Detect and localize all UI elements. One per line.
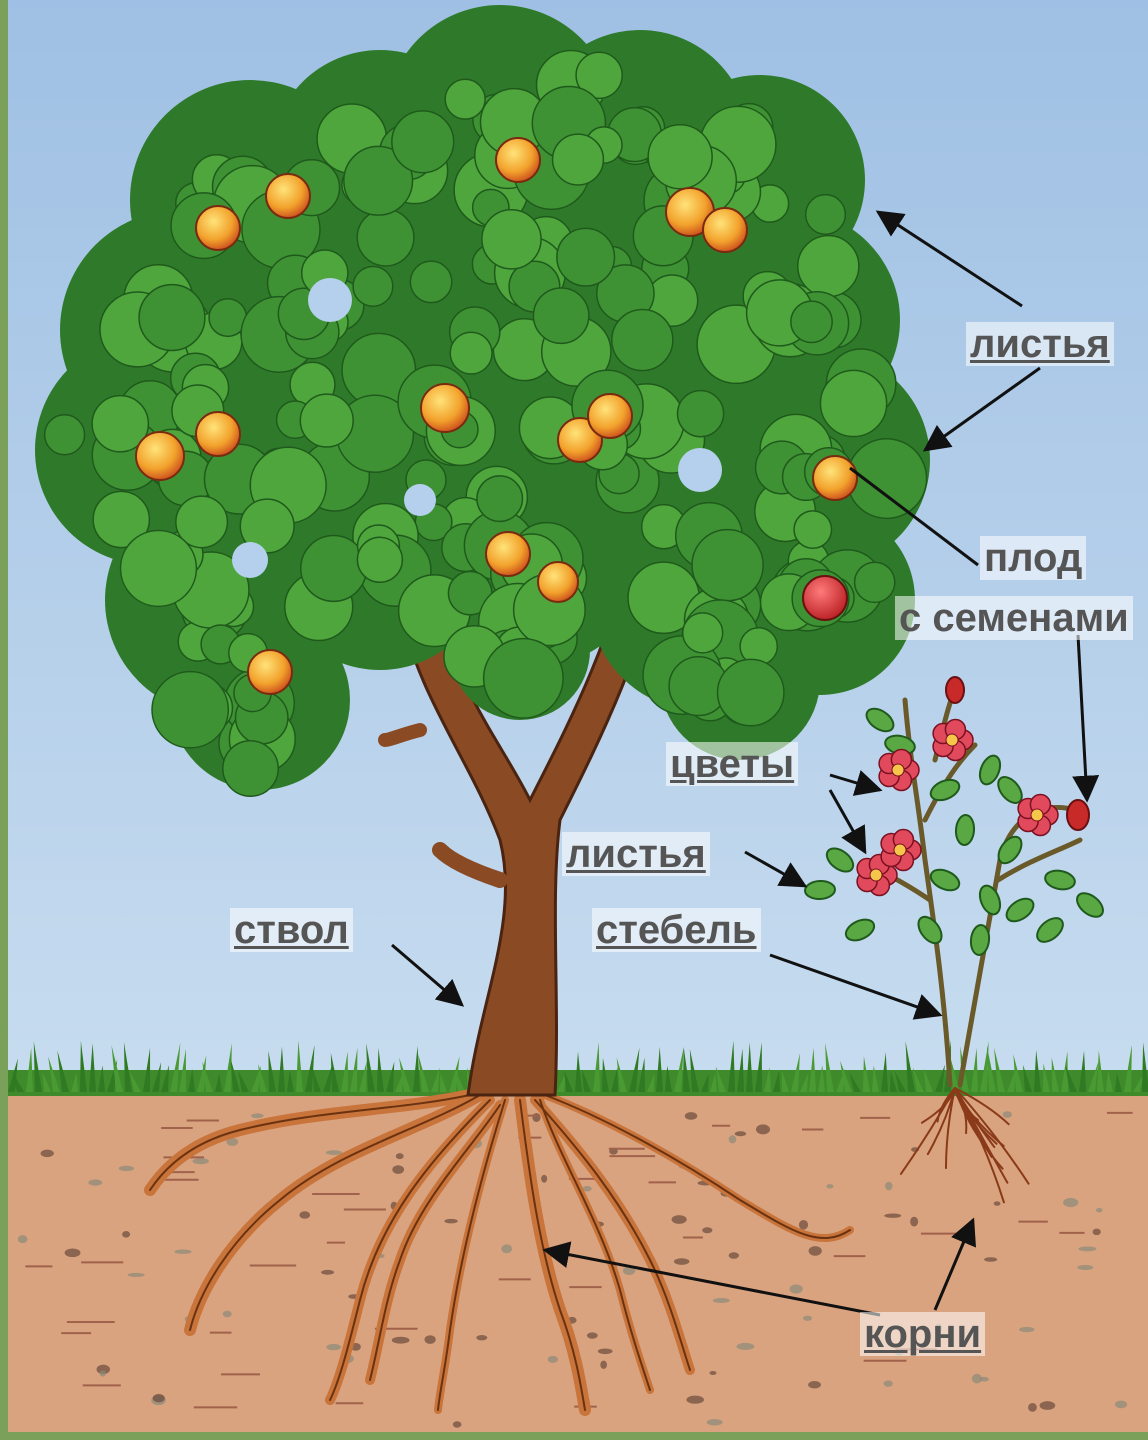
label-roots: корни <box>860 1312 985 1356</box>
label-fruit-line2: с семенами <box>895 596 1133 640</box>
label-flowers: цветы <box>666 742 798 786</box>
label-stem: стебель <box>592 908 761 952</box>
label-fruit-line1: плод <box>980 536 1086 580</box>
tree-crown-leaves <box>35 5 930 796</box>
label-leaves-tree: листья <box>966 322 1114 366</box>
label-leaves-rose: листья <box>562 832 710 876</box>
label-trunk: ствол <box>230 908 353 952</box>
